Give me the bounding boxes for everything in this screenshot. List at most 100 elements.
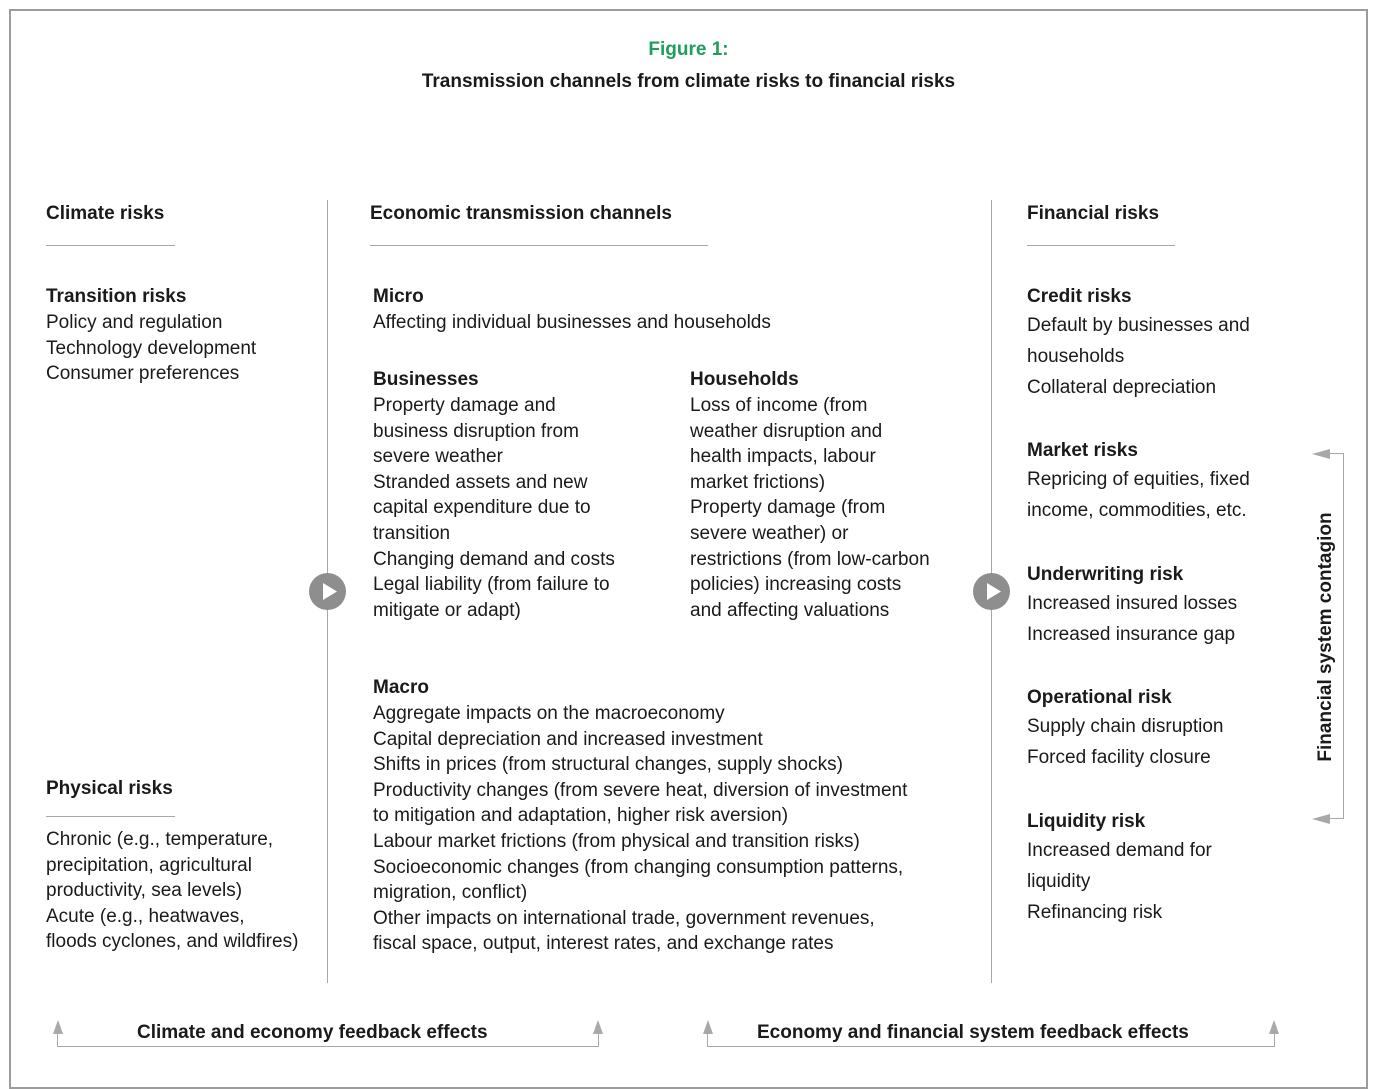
list-item: Policy and regulation — [46, 312, 223, 333]
households-block: Households Loss of income (from weather d… — [690, 367, 930, 623]
climate-risks-heading: Climate risks — [46, 203, 165, 224]
arrow-left-icon — [1312, 814, 1330, 824]
underwriting-risk-title: Underwriting risk — [1027, 564, 1184, 585]
contagion-bracket-bottom — [1328, 818, 1344, 819]
list-item: Productivity changes (from severe heat, … — [373, 779, 908, 801]
credit-risks-title: Credit risks — [1027, 286, 1132, 307]
list-item: and affecting valuations — [690, 599, 890, 621]
list-item: households — [1027, 346, 1125, 367]
list-item: Acute (e.g., heatwaves, — [46, 905, 245, 927]
economy-financial-feedback-label: Economy and financial system feedback ef… — [757, 1022, 1189, 1043]
list-item: Changing demand and costs — [373, 548, 615, 570]
list-item: capital expenditure due to — [373, 497, 591, 519]
underwriting-risk-block: Underwriting risk Increased insured loss… — [1027, 562, 1237, 650]
list-item: income, commodities, etc. — [1027, 500, 1247, 521]
market-risks-list: Repricing of equities, fixed income, comm… — [1027, 464, 1250, 526]
list-item: Property damage (from — [690, 497, 886, 519]
market-risks-title: Market risks — [1027, 440, 1138, 461]
financial-system-contagion-label: Financial system contagion — [1315, 512, 1336, 762]
list-item: to mitigation and adaptation, higher ris… — [373, 805, 789, 827]
feedback-right-tick-a — [707, 1032, 708, 1047]
micro-block: Micro Affecting individual businesses an… — [373, 284, 771, 336]
businesses-title: Businesses — [373, 369, 479, 390]
list-item: market frictions) — [690, 471, 826, 493]
list-item: Loss of income (from — [690, 395, 868, 416]
list-item: Repricing of equities, fixed — [1027, 469, 1250, 490]
list-item: business disruption from — [373, 420, 579, 442]
financial-heading-rule — [1027, 245, 1175, 246]
businesses-block: Businesses Property damage and business d… — [373, 367, 615, 623]
macro-block: Macro Aggregate impacts on the macroecon… — [373, 675, 907, 957]
arrow-up-icon — [53, 1020, 63, 1034]
operational-risk-block: Operational risk Supply chain disruption… — [1027, 685, 1223, 773]
list-item: Consumer preferences — [46, 363, 240, 385]
play-arrow-icon — [973, 573, 1010, 610]
operational-risk-title: Operational risk — [1027, 687, 1172, 708]
macro-title: Macro — [373, 677, 429, 698]
list-item: liquidity — [1027, 871, 1091, 892]
list-item: severe weather — [373, 446, 503, 468]
play-arrow-icon — [309, 573, 346, 610]
physical-risks-list: Chronic (e.g., temperature,precipitation… — [46, 827, 298, 955]
list-item: Other impacts on international trade, go… — [373, 907, 875, 929]
list-item: Chronic (e.g., temperature, — [46, 829, 274, 850]
arrow-up-icon — [1269, 1020, 1279, 1034]
list-item: Labour market frictions (from physical a… — [373, 830, 860, 852]
list-item: health impacts, labour — [690, 446, 876, 468]
list-item: Shifts in prices (from structural change… — [373, 754, 843, 776]
list-item: floods cyclones, and wildfires) — [46, 931, 299, 953]
list-item: Increased insured losses — [1027, 593, 1238, 614]
list-item: fiscal space, output, interest rates, an… — [373, 933, 834, 955]
economic-heading-rule — [370, 245, 708, 246]
list-item: migration, conflict) — [373, 882, 528, 904]
list-item: Socioeconomic changes (from changing con… — [373, 856, 904, 878]
households-title: Households — [690, 369, 799, 390]
list-item: Aggregate impacts on the macroeconomy — [373, 703, 725, 724]
list-item: Technology development — [46, 337, 257, 359]
physical-risks-block: Physical risks — [46, 776, 173, 802]
list-item: Collateral depreciation — [1027, 377, 1217, 398]
climate-heading-rule — [46, 245, 175, 246]
figure-number: Figure 1: — [648, 39, 729, 60]
list-item: policies) increasing costs — [690, 574, 902, 596]
businesses-list: Property damage and business disruption f… — [373, 393, 615, 623]
list-item: weather disruption and — [690, 420, 883, 442]
physical-risks-title: Physical risks — [46, 778, 173, 799]
list-item: severe weather) or — [690, 522, 849, 544]
list-item: transition — [373, 522, 451, 544]
list-item: mitigate or adapt) — [373, 599, 521, 621]
figure-title: Transmission channels from climate risks… — [421, 71, 956, 92]
list-item: Property damage and — [373, 395, 556, 416]
feedback-right-rule — [707, 1046, 1275, 1047]
feedback-right-tick-b — [1274, 1032, 1275, 1047]
transition-risks-title: Transition risks — [46, 286, 187, 307]
contagion-bracket-top — [1328, 453, 1344, 454]
list-item: productivity, sea levels) — [46, 880, 243, 902]
list-item: Stranded assets and new — [373, 471, 588, 493]
arrow-up-icon — [593, 1020, 603, 1034]
feedback-left-tick-a — [57, 1032, 58, 1047]
list-item: Capital depreciation and increased inves… — [373, 728, 763, 750]
households-list: Loss of income (from weather disruption a… — [690, 393, 930, 623]
arrow-left-icon — [1312, 449, 1330, 459]
list-item: Default by businesses and — [1027, 315, 1250, 336]
physical-risks-rule — [46, 816, 175, 817]
list-item: Refinancing risk — [1027, 902, 1163, 923]
list-item: Supply chain disruption — [1027, 716, 1224, 737]
feedback-left-rule — [57, 1046, 599, 1047]
micro-subtitle: Affecting individual businesses and hous… — [373, 312, 771, 333]
market-risks-block: Market risks Repricing of equities, fixe… — [1027, 438, 1250, 526]
contagion-bracket-side — [1343, 453, 1344, 819]
feedback-left-tick-b — [598, 1032, 599, 1047]
list-item: Legal liability (from failure to — [373, 574, 610, 596]
list-item: restrictions (from low-carbon — [690, 548, 930, 570]
financial-risks-heading: Financial risks — [1027, 203, 1160, 224]
